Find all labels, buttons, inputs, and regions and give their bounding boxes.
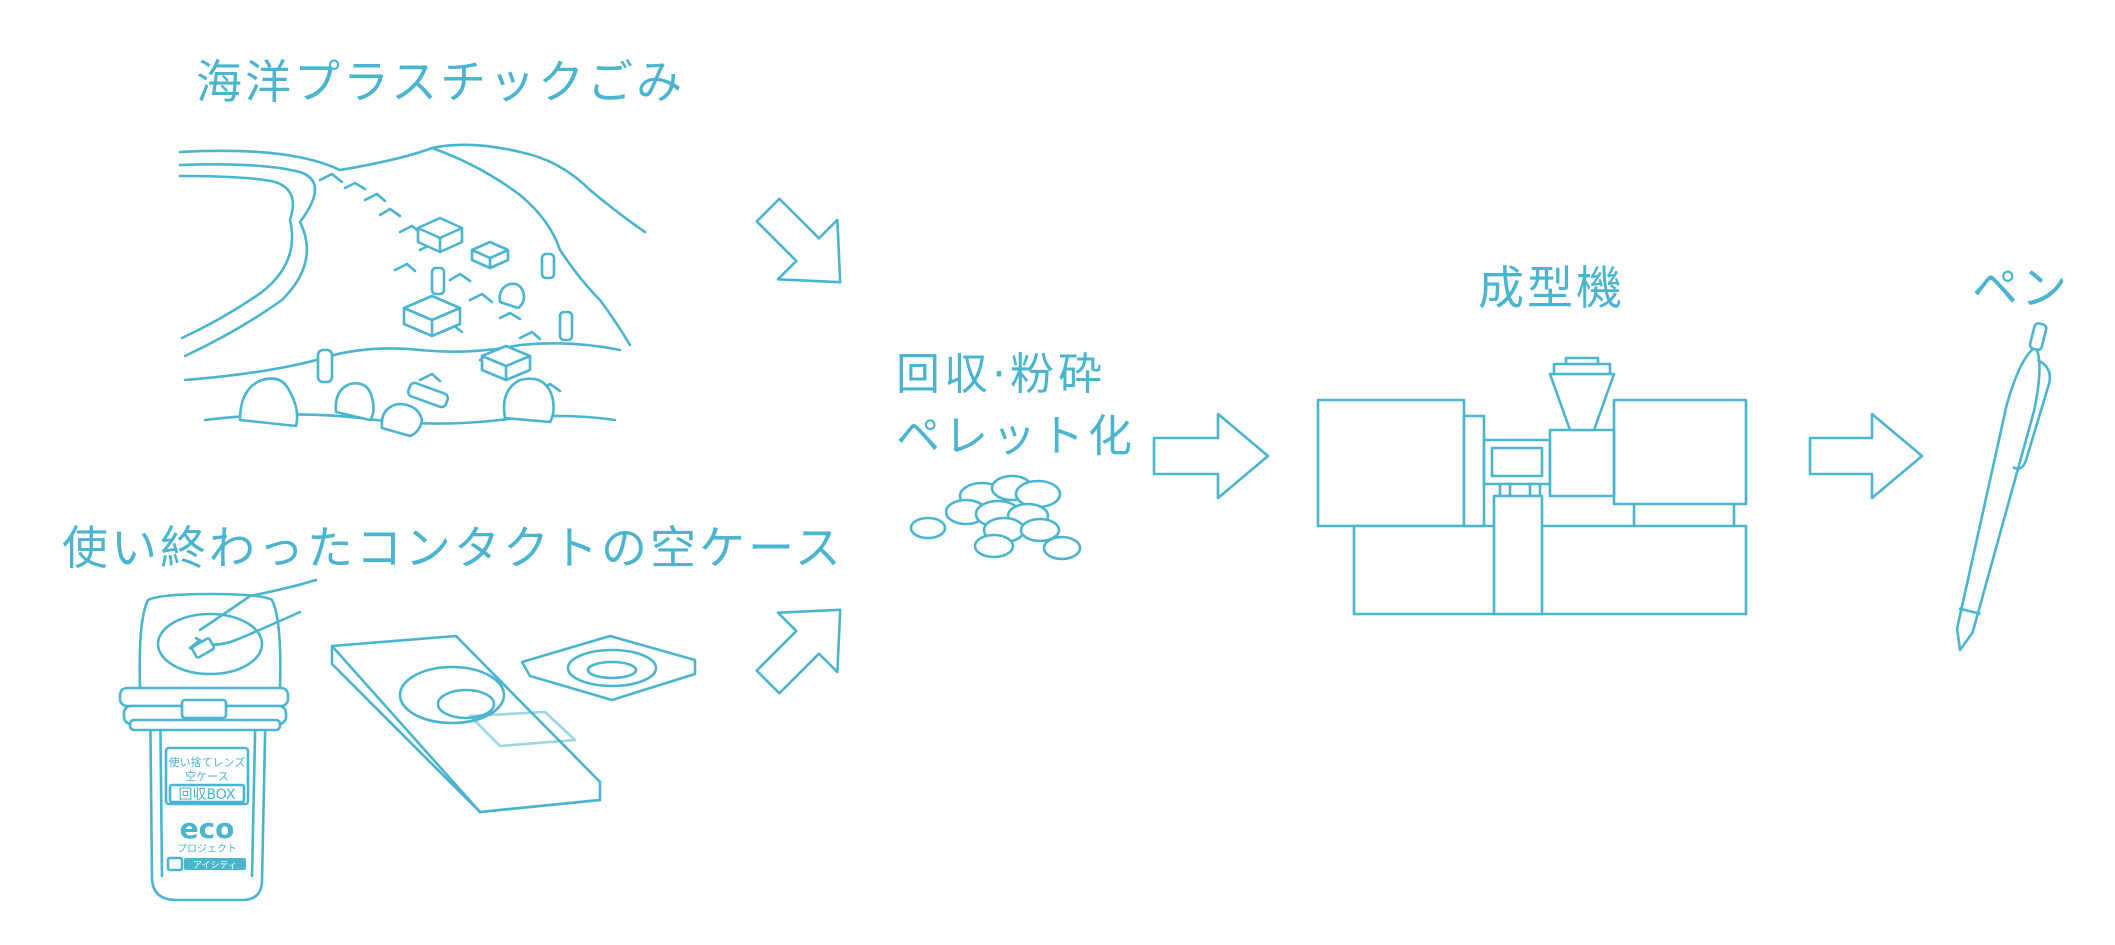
contact-cases-label: 使い終わったコンタクトの空ケース	[62, 521, 844, 575]
arrow-up-right	[755, 608, 842, 695]
bin-footer: アイシティ	[193, 860, 237, 871]
recycle-label-line2: ペレット化	[896, 411, 1136, 462]
ocean-plastic-label: 海洋プラスチックごみ	[196, 55, 686, 109]
bin-text-line1: 使い捨てレンズ	[169, 755, 246, 769]
bin-text-line2: 空ケース	[185, 769, 228, 783]
pen-label: ペン	[1972, 261, 2070, 315]
pellets	[909, 474, 1082, 561]
molding-machine-label: 成型機	[1478, 261, 1625, 315]
bin-eco-logo: eco	[180, 812, 235, 845]
recycle-label-line1: 回収·粉砕	[896, 349, 1106, 400]
collection-bin: 使い捨てレンズ 空ケース 回収BOX eco プロジェクト アイシティ	[118, 578, 318, 902]
pen	[1955, 322, 2052, 652]
arrow-right-1	[1152, 412, 1270, 500]
bin-box-label: 回収BOX	[178, 787, 235, 803]
bin-logo-sub: プロジェクト	[177, 843, 237, 855]
arrow-right-2	[1808, 412, 1924, 500]
molding-machine	[1316, 356, 1748, 616]
contact-lens-cases	[330, 634, 697, 814]
arrow-down-right	[755, 197, 842, 284]
recycle-label: 回収·粉砕 ペレット化	[896, 344, 1136, 468]
beach-illustration	[178, 143, 647, 438]
